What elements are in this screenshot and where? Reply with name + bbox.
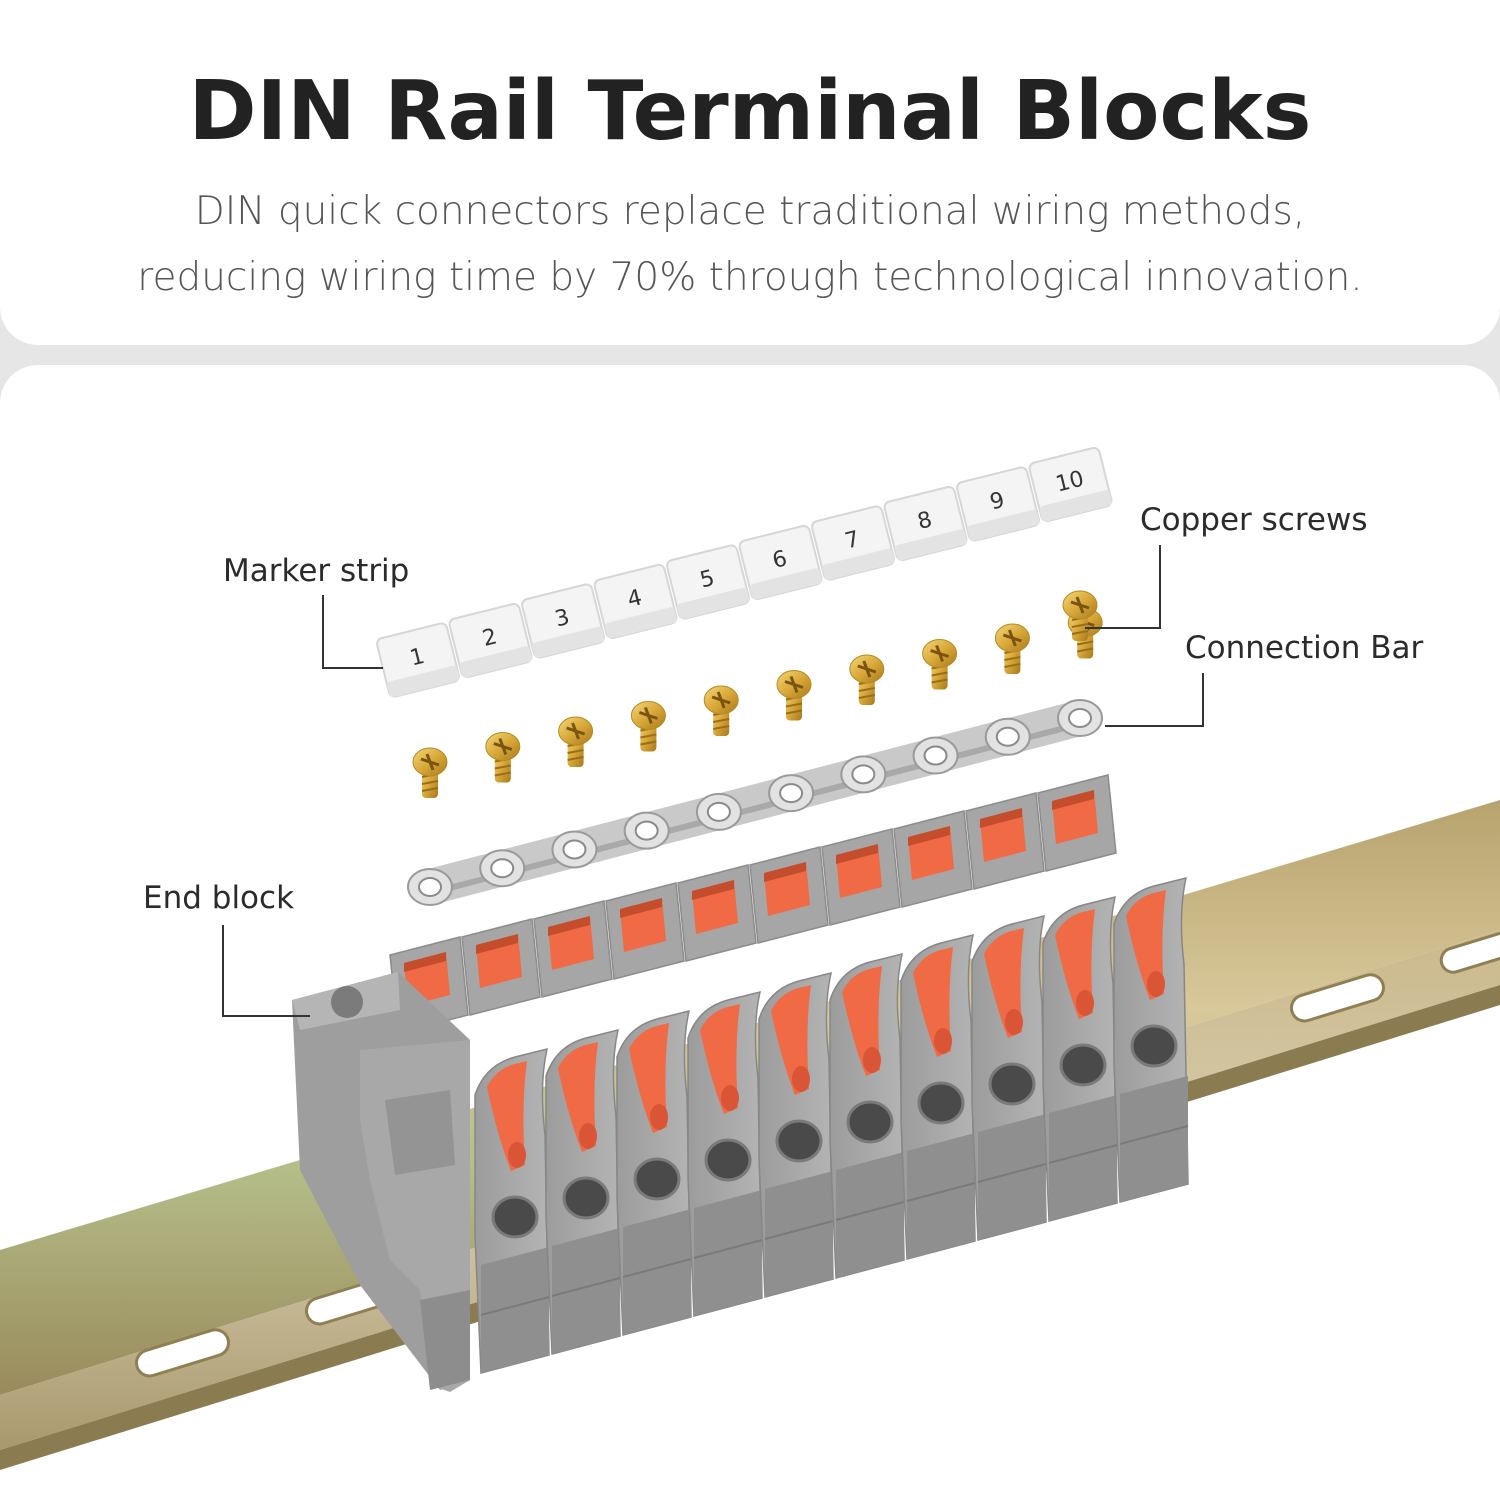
wire-hole: [562, 1176, 610, 1220]
copper-screws-leader: [1085, 545, 1161, 629]
marker-number: 4: [625, 585, 645, 613]
wire-hole: [775, 1119, 823, 1163]
copper-screw: [485, 732, 521, 783]
terminal-blocks-front-row: [474, 876, 1189, 1374]
page-title: DIN Rail Terminal Blocks: [188, 64, 1312, 159]
copper-screw: [558, 716, 594, 767]
marker-number: 5: [698, 566, 718, 594]
marker-number: 9: [988, 488, 1008, 516]
terminal-block: [474, 1047, 550, 1374]
terminal-block-back: [893, 810, 973, 908]
marker-strip-leader: [322, 595, 383, 669]
copper-screw: [630, 701, 666, 752]
subtitle-line-2: reducing wiring time by 70% through tech…: [137, 255, 1363, 300]
terminal-block-back: [461, 918, 541, 1016]
terminal-block-back: [1037, 774, 1117, 872]
connection-bar-leader: [1105, 673, 1204, 727]
wire-hole: [1059, 1043, 1107, 1087]
marker-number: 1: [408, 644, 428, 672]
marker-tag: 9: [956, 466, 1040, 542]
terminal-block-back: [677, 864, 757, 962]
marker-number: 3: [553, 605, 573, 633]
terminal-blocks-back-row: [389, 774, 1117, 1034]
wire-hole: [633, 1157, 681, 1201]
product-illustration: 1 2 3 4 5 6 7 8 9 10: [0, 446, 1500, 1470]
terminal-block: [758, 971, 834, 1298]
terminal-block: [829, 952, 905, 1279]
end-block-label: End block: [143, 880, 295, 916]
terminal-block-back: [605, 882, 685, 980]
wire-hole: [491, 1195, 539, 1239]
marker-tag: 8: [883, 485, 968, 562]
callout-lines: [222, 545, 1204, 1017]
wire-hole: [917, 1081, 965, 1125]
marker-strip: 1 2 3 4 5 6 7 8 9 10: [376, 446, 1113, 698]
copper-screw: [703, 685, 739, 736]
product-image-card: 1 2 3 4 5 6 7 8 9 10 Marker strip Copper screws C…: [0, 365, 1500, 1500]
end-block: [292, 972, 470, 1392]
terminal-block: [900, 933, 976, 1260]
marker-number: 7: [843, 527, 863, 555]
marker-tag: 7: [811, 505, 895, 581]
marker-number: 2: [480, 624, 500, 652]
terminal-block: [616, 1009, 692, 1336]
marker-tag: 3: [521, 583, 605, 659]
marker-tag: 5: [666, 544, 750, 620]
connection-bar: [407, 699, 1103, 906]
terminal-block-back: [749, 846, 829, 944]
terminal-block-back: [965, 792, 1045, 890]
copper-screw: [412, 747, 448, 798]
marker-tag: 4: [593, 563, 678, 640]
copper-screw: [994, 623, 1030, 674]
end-block-leader: [222, 925, 310, 1017]
marker-tag: 1: [376, 622, 460, 698]
marker-tag: 10: [1028, 446, 1113, 523]
wire-hole: [988, 1062, 1036, 1106]
copper-screw: [922, 639, 958, 690]
wire-hole: [846, 1100, 894, 1144]
terminal-block: [1042, 895, 1118, 1222]
copper-screw: [1062, 590, 1098, 641]
terminal-block-back: [533, 900, 613, 998]
copper-screw: [776, 670, 812, 721]
copper-screw: [849, 654, 885, 705]
terminal-block: [971, 914, 1047, 1241]
terminal-block: [545, 1028, 621, 1355]
copper-screws-label: Copper screws: [1140, 502, 1368, 538]
marker-number: 8: [915, 507, 935, 535]
marker-tag: 6: [738, 524, 823, 601]
subtitle-line-1: DIN quick connectors replace traditional…: [194, 189, 1306, 234]
marker-strip-label: Marker strip: [223, 553, 410, 589]
wire-hole: [704, 1138, 752, 1182]
terminal-block-back: [821, 828, 901, 926]
header-card: DIN Rail Terminal Blocks DIN quick conne…: [0, 0, 1500, 345]
connection-bar-label: Connection Bar: [1185, 630, 1424, 666]
marker-tag: 2: [448, 602, 533, 679]
terminal-block: [1113, 876, 1189, 1203]
marker-number: 6: [770, 546, 790, 574]
terminal-block: [687, 990, 763, 1317]
wire-hole: [1130, 1024, 1178, 1068]
